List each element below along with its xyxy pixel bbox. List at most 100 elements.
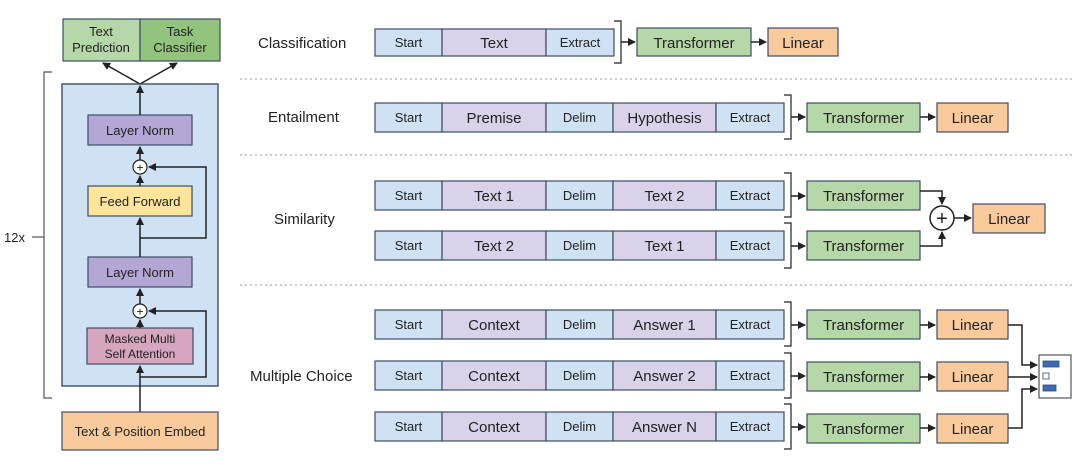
- masked-attention-label-line2: Self Attention: [105, 347, 176, 361]
- token-start-label: Start: [395, 35, 423, 50]
- token-hypothesis: [612, 102, 717, 133]
- embed-label: Text & Position Embed: [75, 424, 206, 439]
- token-extract: [545, 28, 615, 57]
- token-hypothesis-label: Hypothesis: [627, 110, 701, 127]
- token-context: [441, 411, 547, 442]
- softmax-bar-1: [1042, 360, 1060, 368]
- linear-label: Linear: [952, 369, 994, 386]
- token-start-label: Start: [395, 368, 423, 383]
- layer-norm-top: [87, 114, 193, 146]
- feed-forward-label: Feed Forward: [100, 194, 181, 209]
- task-classifier-label-line1: Task: [167, 24, 194, 39]
- linear-label: Linear: [988, 211, 1030, 228]
- separators: [240, 78, 1075, 286]
- token-text2-label: Text 2: [474, 238, 514, 255]
- text-prediction-label-line2: Prediction: [72, 40, 130, 55]
- transformer-box: [806, 180, 921, 211]
- transformer-box: [806, 413, 921, 444]
- token-text1-label: Text 1: [644, 238, 684, 255]
- token-start-label: Start: [395, 238, 423, 253]
- token-text2: [612, 180, 717, 211]
- task-classifier-box: [139, 18, 221, 62]
- token-context: [441, 309, 547, 340]
- token-delim-label: Delim: [563, 317, 596, 332]
- linear-box: [972, 203, 1046, 234]
- bracket: [784, 222, 792, 269]
- architecture-panel: Text Prediction Task Classifier 12x Laye…: [4, 18, 221, 451]
- transformer-label: Transformer: [823, 421, 904, 438]
- token-delim-label: Delim: [563, 188, 596, 203]
- bracket: [784, 403, 792, 450]
- token-extract-label: Extract: [730, 110, 771, 125]
- token-context-label: Context: [468, 419, 521, 436]
- task-classification-label: Classification: [258, 35, 346, 52]
- token-extract: [715, 360, 785, 391]
- row-multiple-choice-1: Start Context Delim Answer 1 Extract Tra…: [374, 301, 1009, 347]
- feed-forward-box: [87, 185, 193, 217]
- linear-box: [936, 361, 1009, 392]
- token-start: [374, 360, 443, 391]
- token-text2-label: Text 2: [644, 188, 684, 205]
- token-context-label: Context: [468, 368, 521, 385]
- text-prediction-box: [62, 18, 141, 62]
- token-delim: [545, 180, 614, 211]
- token-delim-label: Delim: [563, 419, 596, 434]
- add-symbol-top: +: [136, 161, 143, 175]
- transformer-label: Transformer: [823, 317, 904, 334]
- task-similarity-label: Similarity: [274, 211, 335, 228]
- text-prediction-label-line1: Text: [89, 24, 113, 39]
- bracket: [784, 301, 792, 347]
- token-extract: [715, 230, 785, 261]
- linear-label: Linear: [952, 110, 994, 127]
- token-delim-label: Delim: [563, 110, 596, 125]
- token-extract: [715, 411, 785, 442]
- token-premise-label: Premise: [466, 110, 521, 127]
- token-extract-label: Extract: [730, 188, 771, 203]
- token-answern-label: Answer N: [632, 419, 697, 436]
- bracket: [614, 20, 622, 64]
- transformer-box: [806, 102, 921, 133]
- transformer-label: Transformer: [823, 238, 904, 255]
- transformer-box: [806, 309, 921, 340]
- transformer-box: [806, 361, 921, 392]
- token-start-label: Start: [395, 110, 423, 125]
- repeat-label: 12x: [4, 230, 25, 245]
- token-premise: [441, 102, 547, 133]
- row-multiple-choice-n: Start Context Delim Answer N Extract Tra…: [374, 403, 1009, 450]
- token-answer1: [612, 309, 717, 340]
- token-delim: [545, 102, 614, 133]
- masked-attention-label-line1: Masked Multi: [105, 332, 176, 346]
- transformer-box: [806, 230, 921, 261]
- token-start: [374, 411, 443, 442]
- token-start: [374, 309, 443, 340]
- token-start-label: Start: [395, 188, 423, 203]
- token-extract: [715, 180, 785, 211]
- transformer-label: Transformer: [823, 369, 904, 386]
- transformer-label: Transformer: [823, 110, 904, 127]
- softmax-output: [1008, 324, 1072, 429]
- row-similarity-2: Start Text 2 Delim Text 1 Extract Transf…: [374, 222, 921, 269]
- similarity-merge: + Linear: [920, 190, 1046, 247]
- token-start-label: Start: [395, 317, 423, 332]
- transformer-label: Transformer: [823, 188, 904, 205]
- row-multiple-choice-2: Start Context Delim Answer 2 Extract Tra…: [374, 352, 1009, 399]
- token-start: [374, 28, 443, 57]
- transformer-box: [636, 27, 752, 57]
- token-context-label: Context: [468, 317, 521, 334]
- linear-box: [936, 413, 1009, 444]
- token-answer2-label: Answer 2: [633, 368, 696, 385]
- softmax-bar-2: [1042, 372, 1050, 380]
- row-classification: Start Text Extract Transformer Linear: [374, 20, 839, 64]
- layer-norm-bottom: [87, 256, 193, 288]
- embed-box: [61, 411, 219, 451]
- token-extract-label: Extract: [730, 238, 771, 253]
- repeat-bracket: [43, 71, 52, 399]
- bracket: [784, 94, 792, 140]
- task-entailment-label: Entailment: [268, 109, 340, 126]
- row-similarity-1: Start Text 1 Delim Text 2 Extract Transf…: [374, 172, 921, 218]
- sum-symbol: +: [936, 208, 948, 230]
- token-extract: [715, 102, 785, 133]
- linear-box: [767, 27, 839, 57]
- layer-norm-bottom-label: Layer Norm: [106, 265, 174, 280]
